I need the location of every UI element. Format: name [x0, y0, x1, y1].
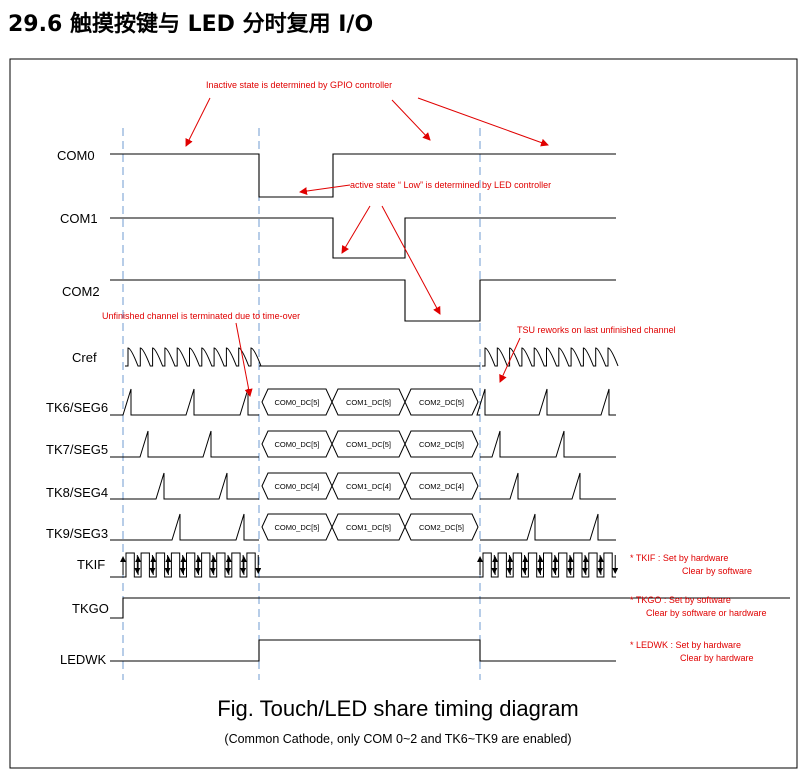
flag-notes: * TKIF : Set by hardware Clear by softwa… [630, 553, 767, 663]
bus-cell [404, 513, 479, 541]
tk-sawtooth-after [480, 513, 616, 541]
bus-cell-label: COM0_DC[5] [274, 440, 319, 449]
label-tkgo: TKGO [72, 601, 109, 616]
label-cref: Cref [72, 350, 97, 365]
label-tk8: TK8/SEG4 [46, 485, 108, 500]
bus-cell-label: COM1_DC[5] [346, 398, 391, 407]
annotation-arrows [185, 97, 549, 397]
figure-caption: Fig. Touch/LED share timing diagram [217, 696, 579, 721]
arrow-icon [417, 97, 549, 147]
label-tkif: TKIF [77, 557, 105, 572]
bus-cell-label: COM0_DC[5] [274, 398, 319, 407]
arrow-icon [185, 97, 211, 147]
tk-sawtooth-after [480, 472, 616, 500]
arrow-icon [341, 205, 371, 254]
arrow-icon [235, 322, 253, 397]
tk-rows: COM0_DC[5] COM1_DC[5] COM2_DC[5] COM0_DC[5]… [110, 388, 616, 541]
label-tk6: TK6/SEG6 [46, 400, 108, 415]
bus-cell [404, 430, 479, 458]
annotations: Inactive state is determined by GPIO con… [102, 80, 676, 397]
diagram-frame [9, 58, 798, 769]
bus-cell-label: COM0_DC[4] [274, 482, 319, 491]
cref-waveform [125, 347, 619, 367]
signal-labels: COM0 COM1 COM2 Cref TK6/SEG6 TK7/SEG5 TK… [46, 148, 109, 667]
note-tsu: TSU reworks on last unfinished channel [517, 325, 676, 335]
tk-sawtooth-after [480, 430, 616, 458]
bus-cell-label: COM2_DC[4] [419, 482, 464, 491]
com0-waveform [110, 153, 616, 198]
arrow-icon [299, 184, 351, 195]
note-active: active state “ Low” is determined by LED… [350, 180, 551, 190]
tk-sawtooth-before [110, 513, 259, 541]
label-tk9: TK9/SEG3 [46, 526, 108, 541]
label-ledwk: LEDWK [60, 652, 107, 667]
cref-pulses-1 [125, 347, 262, 367]
note-tkif-2: Clear by software [682, 566, 752, 576]
figure-subtitle: (Common Cathode, only COM 0~2 and TK6~TK… [224, 732, 571, 746]
note-inactive: Inactive state is determined by GPIO con… [206, 80, 392, 90]
tk-sawtooth-before [110, 472, 259, 500]
bus-cell [404, 472, 479, 500]
com-waveforms [110, 153, 616, 322]
note-unfinished: Unfinished channel is terminated due to … [102, 311, 300, 321]
bus-cell-label: COM2_DC[5] [419, 523, 464, 532]
note-tkgo-1: * TKGO : Set by software [630, 595, 731, 605]
tk-sawtooth-before [110, 430, 259, 458]
tkif-waveform [110, 552, 619, 578]
arrow-icon [391, 99, 431, 141]
com1-waveform [110, 217, 616, 259]
com2-waveform [110, 279, 616, 322]
bus-cell-label: COM2_DC[5] [419, 398, 464, 407]
bus-cell-label: COM1_DC[5] [346, 523, 391, 532]
arrow-icon [499, 337, 521, 383]
tkif-pulse-train [480, 552, 616, 578]
bus-cell [404, 388, 479, 416]
label-tk7: TK7/SEG5 [46, 442, 108, 457]
label-com2: COM2 [62, 284, 100, 299]
tkif-pulse-train [123, 552, 259, 578]
note-ledwk-2: Clear by hardware [680, 653, 754, 663]
bus-cell-label: COM2_DC[5] [419, 440, 464, 449]
bus-cell-label: COM1_DC[5] [346, 440, 391, 449]
label-com0: COM0 [57, 148, 95, 163]
tk-sawtooth-after [476, 388, 616, 416]
tkgo-waveform [110, 597, 790, 619]
cref-pulses-2 [482, 347, 619, 367]
bus-cell-label: COM0_DC[5] [274, 523, 319, 532]
bus-cell-label: COM1_DC[4] [346, 482, 391, 491]
note-tkgo-2: Clear by software or hardware [646, 608, 767, 618]
note-ledwk-1: * LEDWK : Set by hardware [630, 640, 741, 650]
arrow-icon [381, 205, 441, 315]
label-com1: COM1 [60, 211, 98, 226]
note-tkif-1: * TKIF : Set by hardware [630, 553, 728, 563]
ledwk-waveform [110, 639, 616, 662]
page-title: 29.6 触摸按键与 LED 分时复用 I/O [8, 12, 374, 37]
tk-sawtooth-before [110, 388, 259, 416]
